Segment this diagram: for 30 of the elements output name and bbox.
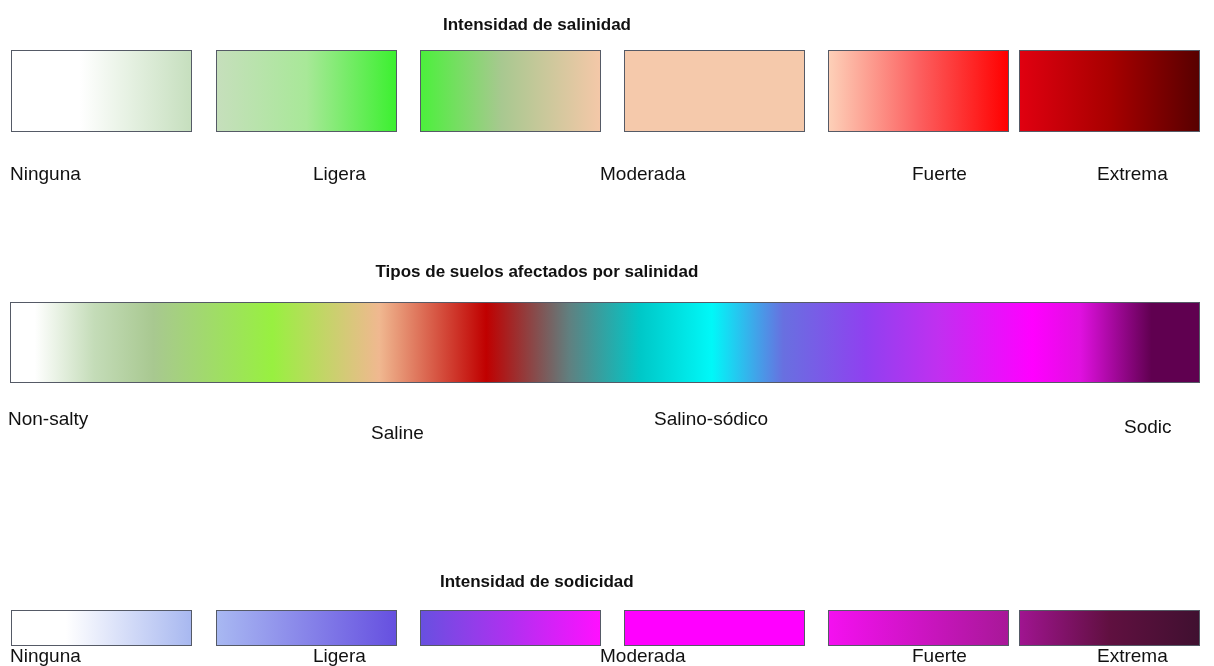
scale-label: Fuerte <box>912 645 967 666</box>
gradient-swatch <box>1019 610 1200 646</box>
gradient-swatch <box>216 50 397 132</box>
scale-heading: Intensidad de salinidad <box>443 14 631 36</box>
scale-label: Ninguna <box>10 645 81 666</box>
gradient-swatch <box>828 610 1009 646</box>
gradient-swatch <box>828 50 1009 132</box>
gradient-swatch <box>420 610 601 646</box>
gradient-swatch <box>216 610 397 646</box>
scale-label: Non-salty <box>8 408 89 430</box>
scale-label: Moderada <box>600 645 686 666</box>
scale-heading: Tipos de suelos afectados por salinidad <box>375 261 699 283</box>
scale-label: Ligera <box>313 163 366 185</box>
scale-label: Saline <box>371 422 424 444</box>
gradient-swatch <box>624 50 805 132</box>
scale-label: Ligera <box>313 645 366 666</box>
scale-label: Salino-sódico <box>654 408 769 430</box>
scale-label: Extrema <box>1097 645 1168 666</box>
scale-label: Fuerte <box>912 163 967 185</box>
scale-label: Sodic <box>1124 416 1172 438</box>
gradient-swatch <box>11 610 192 646</box>
gradient-swatch <box>420 50 601 132</box>
gradient-bar <box>10 302 1200 383</box>
scale-label: Ninguna <box>10 163 81 185</box>
scale-heading: Intensidad de sodicidad <box>440 571 634 593</box>
gradient-swatch <box>624 610 805 646</box>
gradient-swatch <box>1019 50 1200 132</box>
scale-label: Extrema <box>1097 163 1168 185</box>
scale-label: Moderada <box>600 163 686 185</box>
gradient-swatch <box>11 50 192 132</box>
